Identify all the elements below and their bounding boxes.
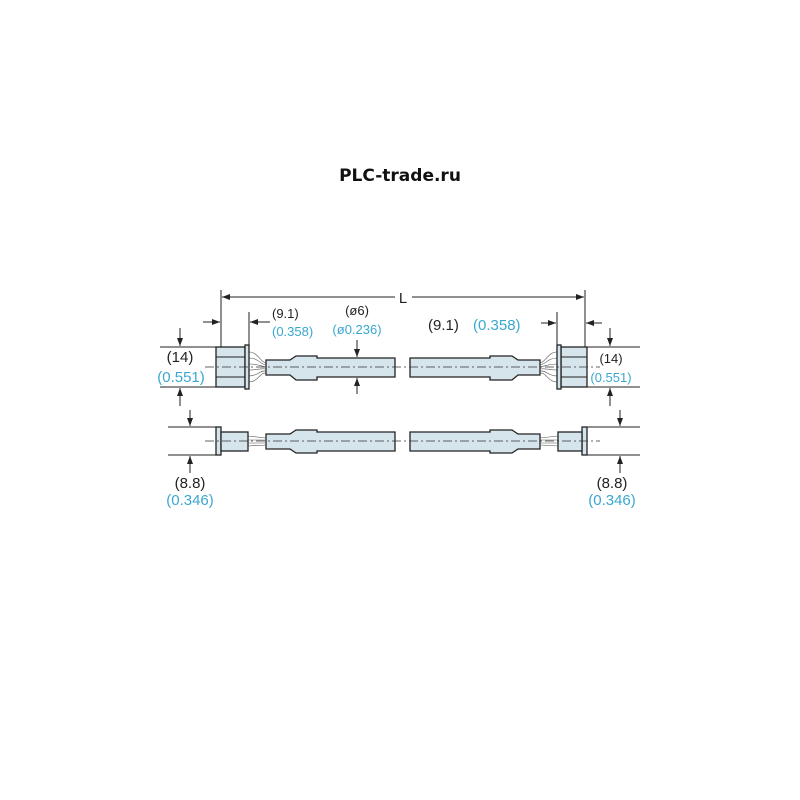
bottom-right-height-in: (0.346) <box>588 492 636 509</box>
right-connector-8-8mm <box>557 431 583 452</box>
left-conn-length-in: (0.358) <box>272 324 313 339</box>
bottom-cable <box>205 426 600 456</box>
right-conn-length-mm: (9.1) <box>428 317 459 334</box>
right-height-mm: (14) <box>599 351 622 366</box>
left-conn-length-mm: (9.1) <box>272 306 299 321</box>
top-cable <box>205 344 600 390</box>
left-height-in: (0.551) <box>157 369 205 386</box>
left-connector-8-8mm <box>220 431 249 452</box>
cable-diameter-mm: (ø6) <box>345 303 369 318</box>
right-conn-length-in: (0.358) <box>473 317 521 334</box>
left-connector-dimensions: (14) (0.551) (9.1) (0.358) (ø6) (ø0.236) <box>157 303 382 406</box>
right-connector-dimensions: (9.1) (0.358) (14) (0.551) <box>428 312 640 406</box>
watermark-title: PLC-trade.ru <box>339 166 461 186</box>
bottom-left-height-mm: (8.8) <box>175 475 206 492</box>
cable-diameter-in: (ø0.236) <box>332 322 381 337</box>
left-height-mm: (14) <box>167 349 194 366</box>
right-height-in: (0.551) <box>590 370 631 385</box>
length-dimension: L <box>220 290 586 347</box>
bottom-right-height-mm: (8.8) <box>597 475 628 492</box>
bottom-left-height-in: (0.346) <box>166 492 214 509</box>
bottom-connector-dimensions: (8.8) (0.346) (8.8) (0.346) <box>166 410 640 509</box>
length-label: L <box>399 290 407 307</box>
